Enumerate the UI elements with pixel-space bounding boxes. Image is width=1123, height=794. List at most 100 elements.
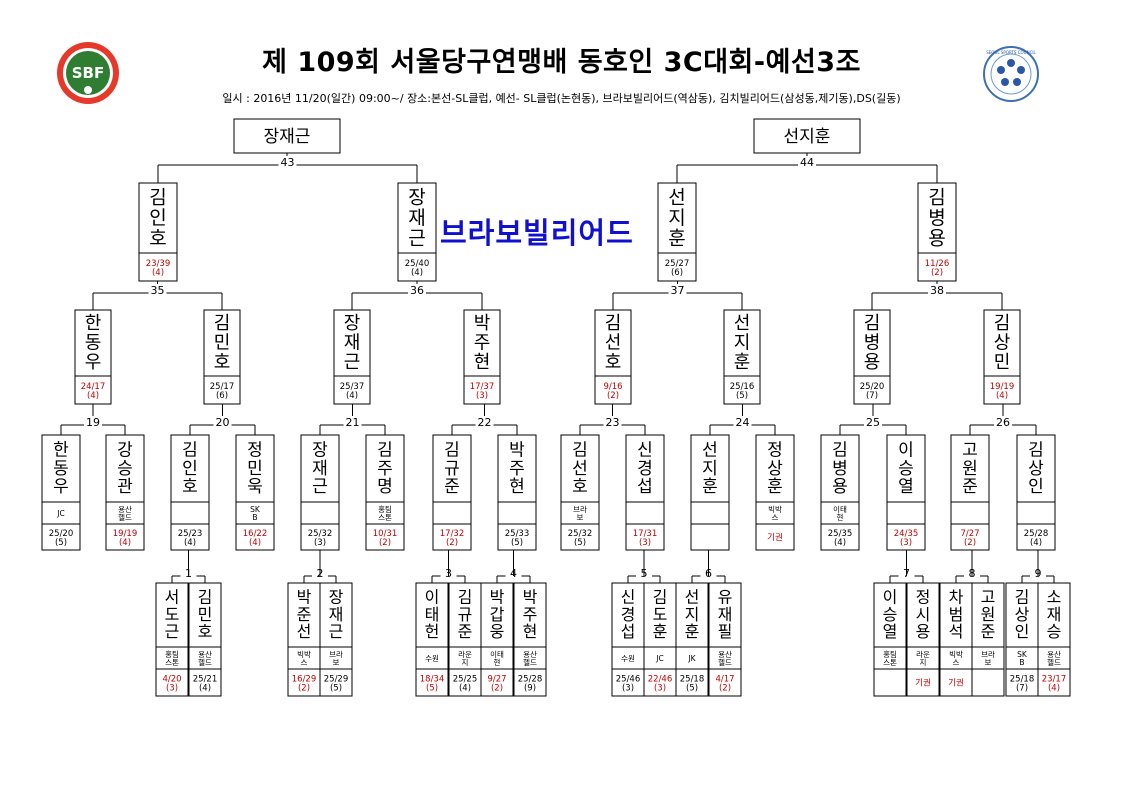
seoul-logo-text: SEOUL SPORTS COUNCIL — [986, 50, 1036, 55]
r1-player-score-box — [971, 668, 1005, 697]
r1-player-score: 18/34 — [420, 675, 445, 685]
match-number: 43 — [281, 156, 295, 169]
r2-player-score-box — [235, 523, 275, 551]
r3-player-score-box — [983, 375, 1021, 405]
r2-player-score-box — [625, 523, 665, 551]
r1-player-score-box — [513, 668, 547, 697]
match-number: 21 — [346, 416, 360, 429]
r2-player-score: 25/28 — [1024, 529, 1049, 539]
r1-player-rank: (4) — [1048, 684, 1060, 694]
page-title: 제 109회 서울당구연맹배 동호인 3C대회-예선3조 — [262, 47, 861, 78]
r1-player-name-box — [1037, 582, 1071, 648]
r4-player-score: 11/26 — [925, 259, 950, 269]
r1-player-score-box — [155, 668, 189, 697]
r2-player-name-box — [1016, 434, 1056, 503]
sbf-logo: SBF — [57, 42, 119, 104]
r4-player-name-box — [397, 182, 437, 254]
r2-player-rank: (4) — [184, 538, 196, 548]
r2-player-rank: (3) — [639, 538, 651, 548]
r2-player-score: 25/23 — [178, 529, 203, 539]
r1-player-score: 25/46 — [616, 675, 641, 685]
r3-player-score-box — [463, 375, 501, 405]
r2-player-rank: (2) — [964, 538, 976, 548]
r3-player-name-box — [853, 309, 891, 377]
group-winner-name: 장재근 — [264, 127, 311, 147]
r2-player-rank: (5) — [574, 538, 586, 548]
r2-player-score-box — [690, 523, 730, 551]
group-winner-box — [753, 118, 861, 154]
r1-player-rank: (2) — [491, 684, 503, 694]
r1-player-score-box — [188, 668, 222, 697]
r1-player-score-box — [1005, 668, 1039, 697]
r2-player-rank: (5) — [55, 538, 67, 548]
r1-player-score-box — [1037, 668, 1071, 697]
r1-player-rank: (7) — [1016, 684, 1028, 694]
match-number-bg — [603, 416, 622, 427]
r2-player-name-box — [950, 434, 990, 503]
r2-player-affiliation-box — [432, 501, 472, 525]
r2-player-score-box — [432, 523, 472, 551]
match-number: 38 — [930, 284, 944, 297]
r3-player-score-box — [74, 375, 112, 405]
r4-player-score-box — [657, 252, 697, 282]
r1-player-rank: (3) — [622, 684, 634, 694]
r2-player-score: 25/20 — [49, 529, 74, 539]
r4-player-rank: (6) — [671, 268, 683, 278]
r2-player-rank: (2) — [379, 538, 391, 548]
r2-player-rank: (2) — [446, 538, 458, 548]
r1-player-score: 4/17 — [715, 675, 734, 685]
r2-player-rank: (4) — [834, 538, 846, 548]
match-number-bg — [668, 284, 687, 295]
r4-player-score-box — [917, 252, 957, 282]
r2-player-score-box — [365, 523, 405, 551]
r1-player-score: 25/18 — [1010, 675, 1035, 685]
r1-player-rank: (2) — [298, 684, 310, 694]
r4-player-score: 23/39 — [146, 259, 171, 269]
r3-player-rank: (2) — [607, 391, 619, 401]
seoul-sports-council-logo: SEOUL SPORTS COUNCIL — [983, 46, 1039, 102]
r1-player-score: 기권 — [948, 678, 964, 689]
r2-player-rank: (4) — [119, 538, 131, 548]
r1-player-score: 4/20 — [162, 675, 181, 685]
r2-player-affiliation-box — [886, 501, 926, 525]
match-number: 26 — [996, 416, 1010, 429]
match-number: 37 — [671, 284, 685, 297]
r2-player-score-box — [105, 523, 145, 551]
r3-player-score-box — [333, 375, 371, 405]
r3-player-score: 24/17 — [81, 382, 106, 392]
match-number: 44 — [800, 156, 814, 169]
r3-player-rank: (4) — [996, 391, 1008, 401]
r3-player-name-box — [594, 309, 632, 377]
r3-player-score: 25/16 — [730, 382, 755, 392]
r2-player-score: 16/22 — [243, 529, 268, 539]
r4-player-rank: (4) — [152, 268, 164, 278]
r2-player-score: 25/33 — [505, 529, 530, 539]
r2-player-name-box — [300, 434, 340, 503]
match-number-bg — [864, 416, 882, 427]
